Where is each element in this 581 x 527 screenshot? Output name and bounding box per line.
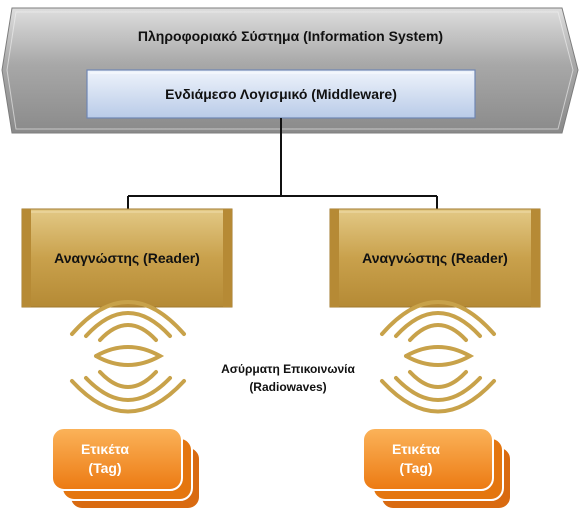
tag-right-label: Ετικέτα (Tag) [366, 440, 466, 478]
radio-waves-right-icon [380, 300, 496, 414]
tag-stack-right [362, 427, 512, 510]
reader-right-label: Αναγνώστης (Reader) [362, 250, 508, 266]
tag-left-label: Ετικέτα (Tag) [55, 440, 155, 478]
wireless-communication-label: Ασύρματη Επικοινωνία (Radiowaves) [188, 360, 388, 396]
tag-stack-left [51, 427, 201, 510]
tag-right-line1: Ετικέτα [391, 441, 441, 457]
tag-left-line2: (Tag) [88, 460, 122, 476]
wireless-label-line1: Ασύρματη Επικοινωνία [221, 362, 355, 376]
wireless-label-line2: (Radiowaves) [249, 380, 327, 394]
reader-left-box [21, 208, 233, 308]
radio-waves-left-icon [70, 300, 186, 414]
tag-left-line1: Ετικέτα [80, 441, 130, 457]
middleware-label: Ενδιάμεσο Λογισμικό (Middleware) [165, 86, 397, 102]
tag-right-line2: (Tag) [399, 460, 433, 476]
connector-lines [127, 118, 438, 209]
reader-right-box [329, 208, 541, 308]
middleware-box [86, 69, 476, 119]
reader-left-label: Αναγνώστης (Reader) [54, 250, 200, 266]
information-system-title: Πληροφοριακό Σύστημα (Information System… [137, 28, 444, 44]
